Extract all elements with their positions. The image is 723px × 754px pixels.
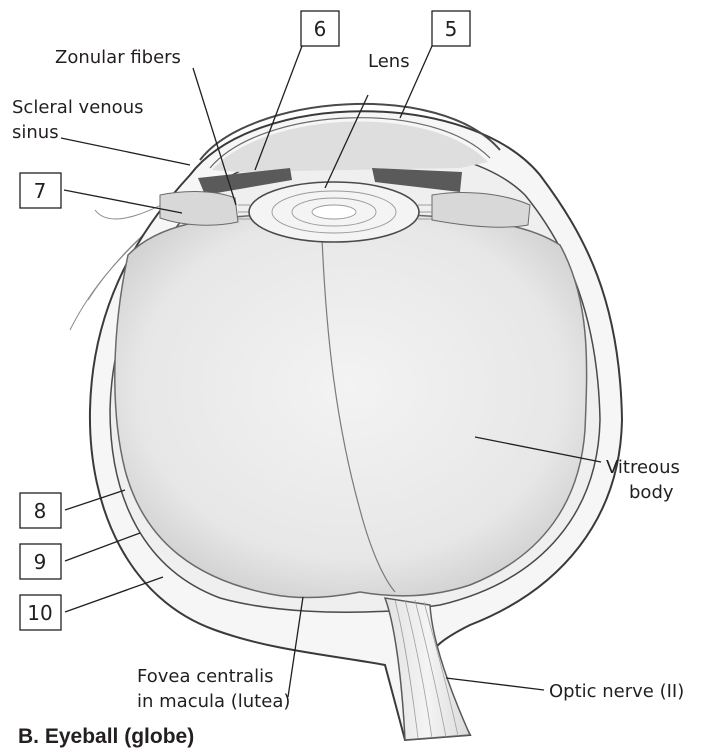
label-vitreous-body-line1: Vitreous	[606, 457, 680, 478]
vitreous-chamber	[115, 215, 587, 598]
numbered-box-7: 7	[20, 173, 61, 208]
numbered-box-10: 10	[20, 595, 61, 630]
numbered-box-8: 8	[20, 493, 61, 528]
leader-optic-nerve	[446, 678, 544, 690]
leader-box-10	[65, 577, 163, 612]
label-zonular-fibers: Zonular fibers	[55, 47, 181, 68]
box-7-label: 7	[34, 179, 47, 203]
box-8-label: 8	[34, 499, 47, 523]
numbered-box-6: 6	[301, 11, 339, 46]
lens	[249, 182, 419, 242]
box-10-label: 10	[27, 601, 52, 625]
numbered-box-9: 9	[20, 544, 61, 579]
label-fovea-line2: in macula (lutea)	[137, 691, 290, 712]
label-fovea-line1: Fovea centralis	[137, 666, 273, 687]
box-9-label: 9	[34, 550, 47, 574]
leader-scleral-venous-sinus	[61, 138, 190, 165]
label-optic-nerve: Optic nerve (II)	[549, 681, 684, 702]
label-vitreous-body-line2: body	[629, 482, 674, 503]
label-scleral-venous-sinus-line1: Scleral venous	[12, 97, 143, 118]
numbered-box-5: 5	[432, 11, 470, 46]
box-6-label: 6	[314, 17, 327, 41]
ciliary-body-left	[160, 192, 238, 226]
box-5-label: 5	[445, 17, 458, 41]
figure-caption: B. Eyeball (globe)	[18, 725, 194, 748]
label-lens: Lens	[368, 51, 410, 72]
label-scleral-venous-sinus-line2: sinus	[12, 122, 59, 143]
